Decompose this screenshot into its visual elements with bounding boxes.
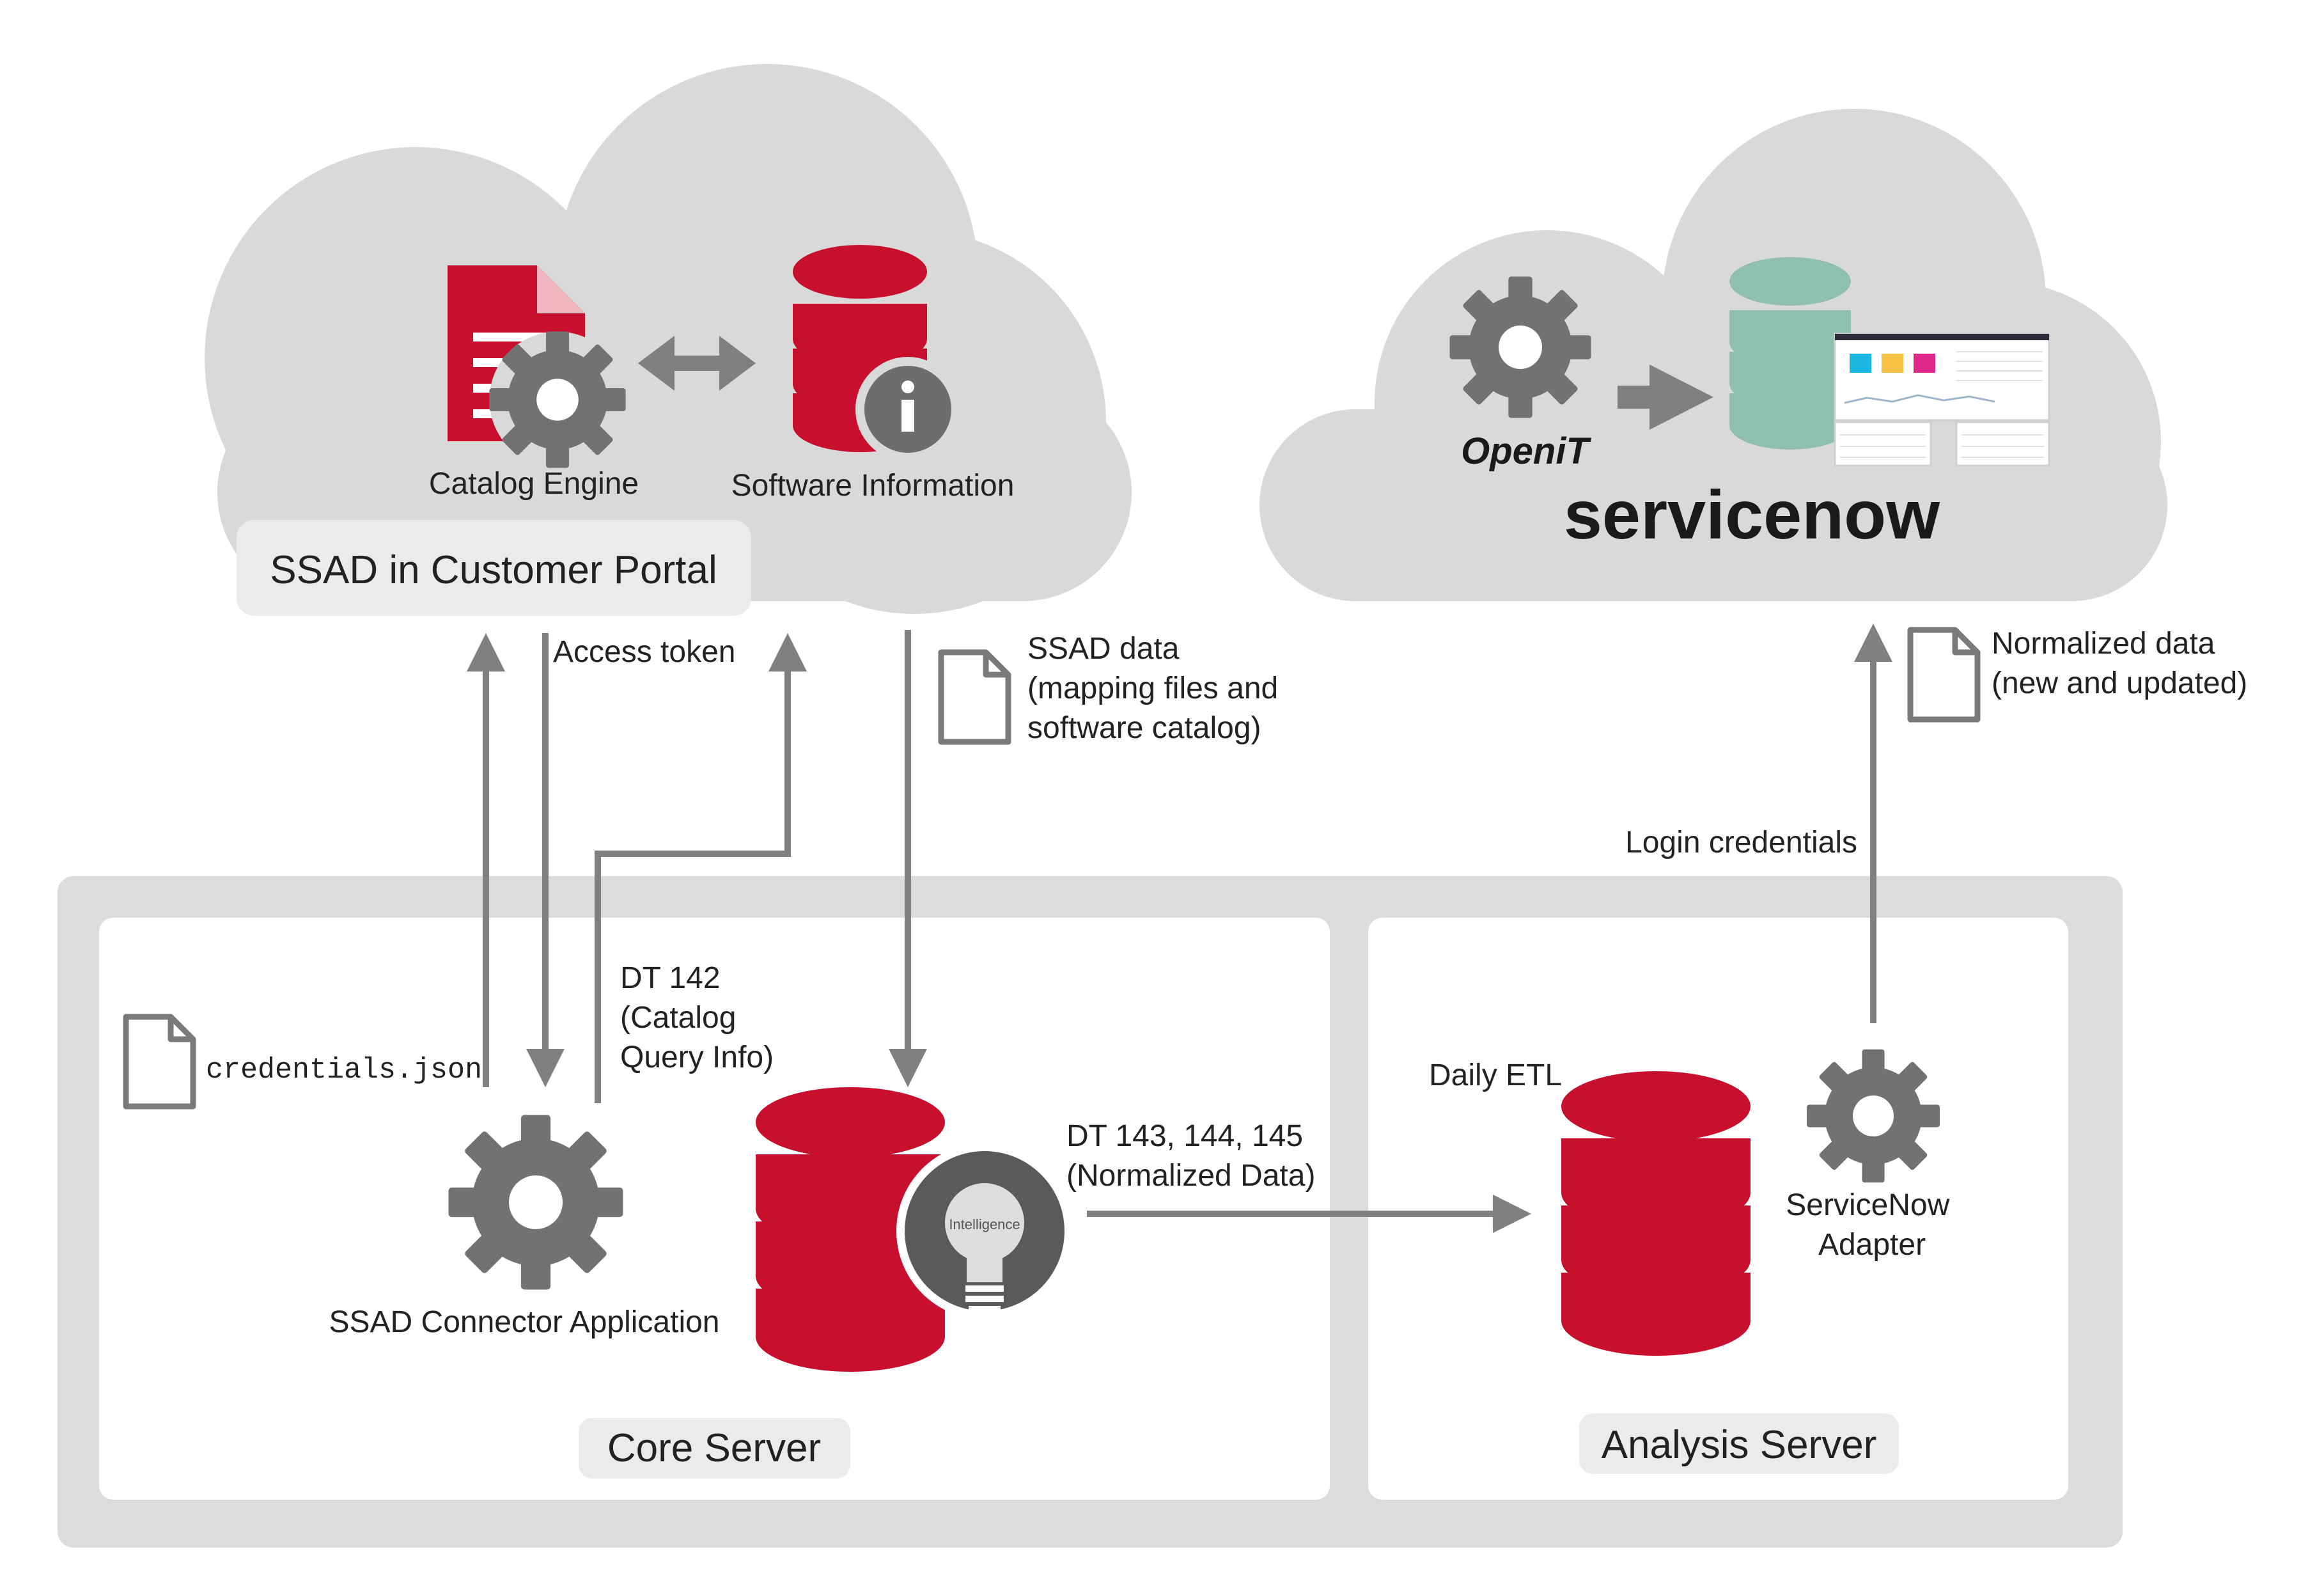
bidirectional-arrow-icon: [638, 336, 756, 391]
access-token-label: Access token: [553, 635, 735, 669]
openit-logo: OpeniT: [1461, 430, 1591, 472]
servicenow-adapter-line-2: Adapter: [1818, 1228, 1926, 1262]
credentials-file-label: credentials.json: [206, 1054, 482, 1087]
servicenow-adapter-gear-icon: [1807, 1049, 1940, 1182]
document-gear-icon: [448, 265, 626, 468]
ssad-portal-pill: [237, 520, 751, 616]
ssad-data-doc-icon: [941, 652, 1008, 742]
intelligence-label: Intelligence: [949, 1216, 1020, 1232]
normalized-data-doc-icon: [1910, 630, 1977, 719]
intelligence-bulb-icon: Intelligence: [896, 1143, 1073, 1319]
dt142-up-arrow: [595, 633, 807, 1103]
servicenow-logo: servicenow: [1564, 476, 1940, 553]
core-server-panel: [99, 918, 1330, 1500]
ssad-connector-label: SSAD Connector Application: [329, 1305, 719, 1339]
normalized-data-line-1: Normalized data: [1992, 627, 2215, 661]
analysis-database-icon: [1561, 1071, 1751, 1356]
teal-database-icon: [1729, 257, 1851, 450]
servicenow-adapter-label: ServiceNow Adapter: [1786, 1188, 1958, 1262]
dt143-line-1: DT 143, 144, 145: [1066, 1119, 1303, 1153]
normalized-data-label: Normalized data (new and updated): [1992, 627, 2247, 700]
dt142-line-2: (Catalog: [620, 1001, 736, 1035]
dt142-line-3: Query Info): [620, 1040, 774, 1074]
catalog-engine-label: Catalog Engine: [429, 467, 639, 501]
dt143-label: DT 143, 144, 145 (Normalized Data): [1066, 1119, 1315, 1193]
normalized-data-line-2: (new and updated): [1992, 666, 2247, 700]
dt143-line-2: (Normalized Data): [1066, 1159, 1315, 1193]
software-information-label: Software Information: [731, 469, 1015, 503]
openit-gear-icon: [1449, 276, 1591, 418]
ssad-data-label: SSAD data (mapping files and software ca…: [1027, 632, 1287, 745]
ssad-portal-label: SSAD in Customer Portal: [270, 548, 717, 592]
ssad-data-line-1: SSAD data: [1027, 632, 1180, 666]
credentials-doc-icon: [126, 1017, 193, 1106]
ssad-connector-gear-icon: [448, 1115, 623, 1290]
login-credentials-label: Login credentials: [1625, 826, 1857, 860]
core-server-pill: [579, 1418, 850, 1479]
dashboard-screenshot: [1834, 333, 2050, 467]
core-server-label: Core Server: [607, 1426, 821, 1470]
servicenow-adapter-line-1: ServiceNow: [1786, 1188, 1949, 1222]
daily-etl-label: Daily ETL: [1429, 1058, 1562, 1092]
ssad-data-line-3: software catalog): [1027, 711, 1261, 745]
right-arrow-icon: [1618, 365, 1713, 430]
dt142-label: DT 142 (Catalog Query Info): [620, 961, 774, 1074]
analysis-server-label: Analysis Server: [1602, 1423, 1877, 1467]
ssad-data-line-2: (mapping files and: [1027, 671, 1278, 705]
database-info-icon: [793, 245, 960, 462]
dt142-line-1: DT 142: [620, 961, 721, 995]
analysis-server-pill: [1579, 1413, 1899, 1474]
